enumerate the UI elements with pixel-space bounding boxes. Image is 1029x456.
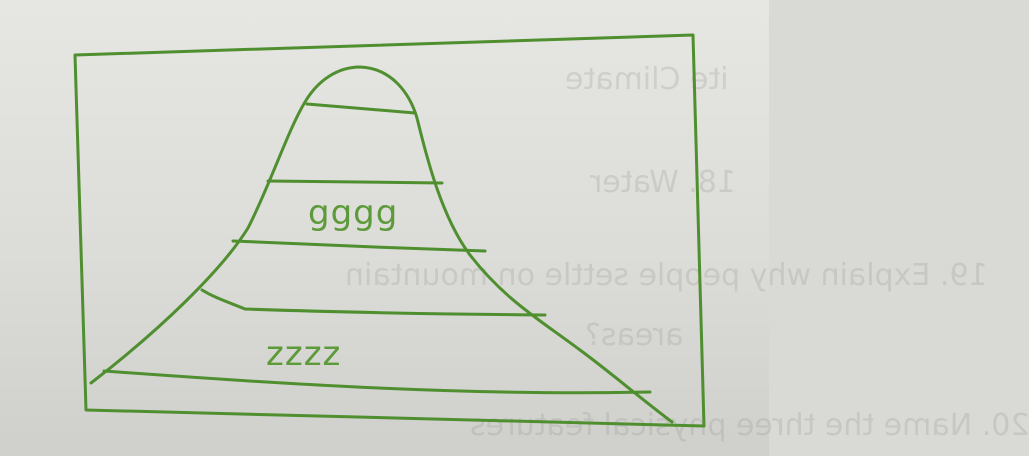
lower-zone-label: zzzz <box>266 334 342 374</box>
mountain-diagram <box>73 33 706 428</box>
band-line-1 <box>305 102 417 115</box>
upper-zone-label: gggg <box>308 193 399 233</box>
band-line-3 <box>231 239 487 253</box>
mountain-outline <box>89 65 674 424</box>
band-line-5 <box>102 369 652 395</box>
band-line-2 <box>266 179 444 185</box>
band-line-4 <box>200 288 547 317</box>
frame-border <box>73 33 706 428</box>
paper-background <box>0 0 769 456</box>
